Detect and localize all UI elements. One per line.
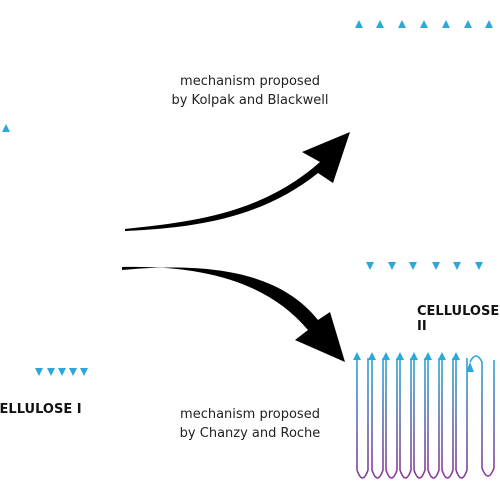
arrowhead-up-icon [438, 352, 446, 360]
arrowhead-up-icon [485, 20, 493, 28]
arrowhead-up-icon [368, 352, 376, 360]
arrowhead-down-icon [409, 262, 417, 270]
arrowhead-down-icon [432, 262, 440, 270]
arrowhead-up-icon [396, 352, 404, 360]
arrowhead-up-icon [376, 20, 384, 28]
arrowhead-up-icon [382, 352, 390, 360]
arrowhead-down-icon [47, 368, 55, 376]
curved-arrow-down-right-icon [122, 266, 345, 362]
arrowhead-down-icon [453, 262, 461, 270]
arrowhead-up-icon [355, 20, 363, 28]
kolpak-caption-line2: by Kolpak and Blackwell [171, 93, 329, 108]
arrowhead-up-icon [424, 352, 432, 360]
kolpak-blackwell-chains [355, 20, 493, 270]
folded-chain [356, 355, 495, 479]
arrowhead-down-icon [69, 368, 77, 376]
arrowhead-down-icon [388, 262, 396, 270]
arrowhead-down-icon [366, 262, 374, 270]
chanzy-caption-line2: by Chanzy and Roche [179, 426, 321, 441]
chanzy-roche-chains [353, 352, 495, 479]
kolpak-blackwell-caption: mechanism proposed by Kolpak and Blackwe… [150, 72, 350, 110]
arrowhead-down-icon [475, 262, 483, 270]
arrowhead-up-icon [420, 20, 428, 28]
cellulose-i-label: CELLULOSE I [0, 402, 82, 417]
curved-arrow-up-right-icon [125, 132, 350, 231]
arrowhead-down-icon [80, 368, 88, 376]
arrowhead-down-icon [35, 368, 43, 376]
arrowhead-up-icon [2, 124, 10, 132]
arrowhead-up-icon [452, 352, 460, 360]
arrowhead-up-icon [353, 352, 361, 360]
arrowhead-up-icon [466, 362, 474, 372]
cellulose-i-chains [2, 124, 88, 376]
kolpak-caption-line1: mechanism proposed [180, 74, 320, 89]
cellulose-ii-label: CELLULOSE II [417, 304, 500, 334]
chanzy-caption-line1: mechanism proposed [180, 407, 320, 422]
arrowhead-up-icon [464, 20, 472, 28]
arrowhead-up-icon [398, 20, 406, 28]
arrowhead-up-icon [410, 352, 418, 360]
arrowhead-down-icon [58, 368, 66, 376]
chanzy-roche-caption: mechanism proposed by Chanzy and Roche [155, 405, 345, 443]
arrowhead-up-icon [442, 20, 450, 28]
